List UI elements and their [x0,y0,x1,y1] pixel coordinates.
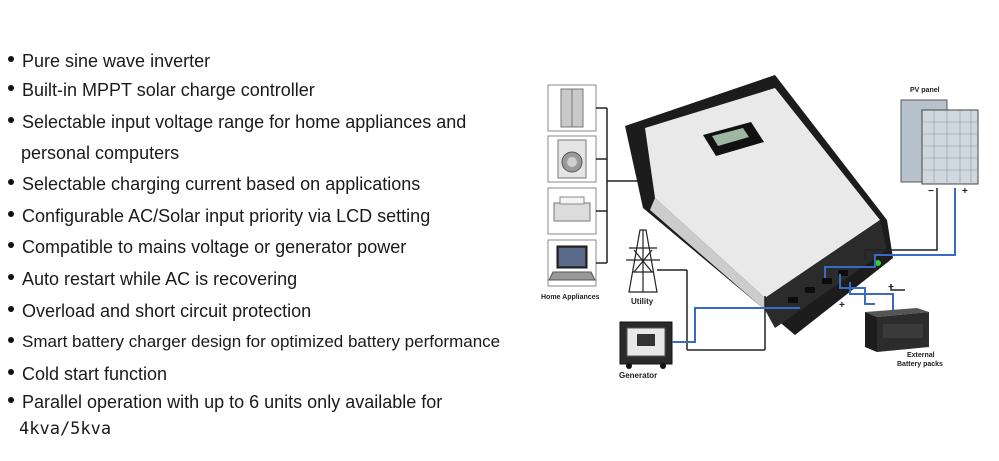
lcd-panel [703,122,764,156]
terminal-ports [788,270,848,303]
pv-panel-label: PV panel [910,87,940,94]
feature-item: Configurable AC/Solar input priority via… [8,205,430,227]
bullet-icon [8,336,14,343]
feature-item-continuation: 4kva/5kva [19,419,112,439]
power-led-icon [875,260,881,266]
power-cables [672,188,956,343]
battery-label-1: External [907,352,935,359]
feature-item: Compatible to mains voltage or generator… [8,236,406,258]
feature-item: Selectable charging current based on app… [8,173,420,195]
appliance-printer-icon [547,187,597,235]
bullet-icon [8,85,14,92]
pv-plus-label: + [962,186,968,197]
utility-tower-icon [626,229,660,293]
feature-item: Parallel operation with up to 6 units on… [8,391,442,413]
system-diagram: Home Appliances Utility Generator PV pan… [525,60,999,390]
feature-item: Pure sine wave inverter [8,50,210,72]
appliance-washer-icon [547,135,597,183]
generator-icon [619,321,673,369]
bullet-icon [8,242,14,249]
feature-item: Overload and short circuit protection [8,300,311,322]
bullet-icon [8,56,14,63]
bullet-icon [8,274,14,281]
battery-label-2: Battery packs [897,361,943,368]
feature-item: Smart battery charger design for optimiz… [8,331,500,353]
inverter-unit [625,75,893,335]
home-appliances-label: Home Appliances [541,294,600,301]
battery-icon [865,308,929,352]
bullet-icon [8,306,14,313]
feature-item: Cold start function [8,363,167,385]
pv-panel-icon [900,99,979,185]
feature-item: Built-in MPPT solar charge controller [8,79,315,101]
feature-item: Selectable input voltage range for home … [8,111,466,133]
bullet-icon [8,397,14,404]
pv-minus-label: − [928,186,934,197]
battery-minus-label: − [888,282,894,293]
battery-plus-label: + [839,300,845,311]
bullet-icon [8,117,14,124]
utility-label: Utility [631,297,654,306]
feature-item-continuation: personal computers [21,143,180,163]
bullet-icon [8,179,14,186]
appliance-fridge-icon [547,84,597,132]
feature-item: Auto restart while AC is recovering [8,268,297,290]
generator-label: Generator [619,371,658,380]
bullet-icon [8,211,14,218]
appliance-laptop-icon [547,239,597,287]
bullet-icon [8,369,14,376]
